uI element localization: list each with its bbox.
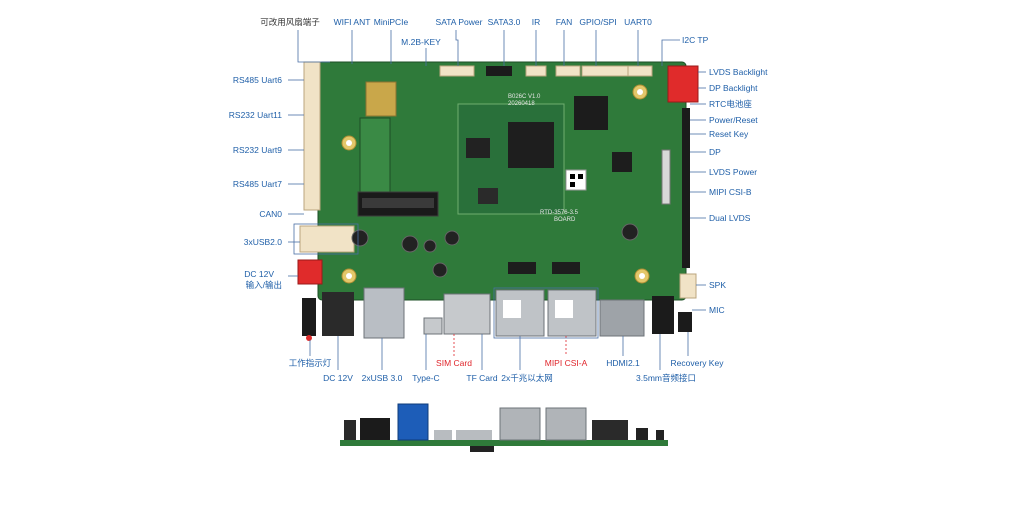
label-gpio-spi: GPIO/SPI (579, 17, 617, 27)
leader-lines (288, 30, 706, 370)
label-wifi-ant: WIFI ANT (333, 17, 371, 27)
label-reset-key: Reset Key (709, 129, 749, 139)
label-lvds-power: LVDS Power (709, 167, 758, 177)
label-m2b-key: M.2B-KEY (401, 37, 441, 47)
label-hdmi: HDMI2.1 (606, 358, 640, 368)
label-mipi-csi-a: MIPI CSI-A (544, 358, 588, 368)
label-i2c-tp: I2C TP (682, 35, 709, 45)
label-dc12v: DC 12V (323, 373, 353, 383)
label-rs232-uart11: RS232 Uart11 (228, 110, 282, 120)
label-rs485-uart7: RS485 Uart7 (232, 179, 282, 189)
label-dual-lvds: Dual LVDS (709, 213, 751, 223)
label-sata-power: SATA Power (435, 17, 483, 27)
label-rs232-uart9: RS232 Uart9 (232, 145, 282, 155)
label-status-led: 工作指示灯 (288, 358, 332, 368)
label-ir: IR (531, 17, 541, 27)
label-tf-card: TF Card (466, 373, 498, 383)
silkscreen-model: B026C V1.0 (508, 94, 541, 100)
label-uart0: UART0 (624, 17, 652, 27)
highlight-boxes (293, 223, 599, 339)
label-fan-header-note: 可改用风扇端子 (260, 17, 320, 27)
label-type-c: Type-C (412, 373, 440, 383)
label-minipcie: MiniPCIe (373, 17, 409, 27)
label-gbe: 2x千兆以太网 (501, 373, 553, 383)
label-usb30: 2xUSB 3.0 (361, 373, 403, 383)
label-dc12v-io: 输入/输出 (245, 280, 282, 290)
pcb-top-view (297, 61, 699, 341)
label-recovery-key: Recovery Key (670, 358, 724, 368)
pcb-side-view (340, 403, 668, 452)
label-mic: MIC (709, 305, 725, 315)
label-dc12v-in: DC 12V (244, 269, 274, 279)
silkscreen-board-sub: BOARD (554, 217, 576, 223)
silkscreen-date: 20260418 (508, 101, 535, 107)
label-mipi-csi-b: MIPI CSI-B (709, 187, 752, 197)
label-sata30: SATA3.0 (487, 17, 521, 27)
silkscreen-board-name: RTD-3576-3.5 (540, 210, 578, 216)
label-lvds-backlight: LVDS Backlight (709, 67, 768, 77)
label-dp: DP (709, 147, 721, 157)
label-sim-card: SIM Card (436, 358, 472, 368)
label-rtc: RTC电池座 (709, 99, 752, 109)
label-rs485-uart6: RS485 Uart6 (232, 75, 282, 85)
leader-lines-red (453, 334, 567, 356)
label-usb20: 3xUSB2.0 (243, 237, 282, 247)
label-power-reset: Power/Reset (709, 115, 758, 125)
label-spk: SPK (709, 280, 727, 290)
label-can0: CAN0 (259, 209, 282, 219)
label-dp-backlight: DP Backlight (709, 83, 758, 93)
label-fan: FAN (555, 17, 573, 27)
label-audio-jack: 3.5mm音频接口 (636, 373, 696, 383)
